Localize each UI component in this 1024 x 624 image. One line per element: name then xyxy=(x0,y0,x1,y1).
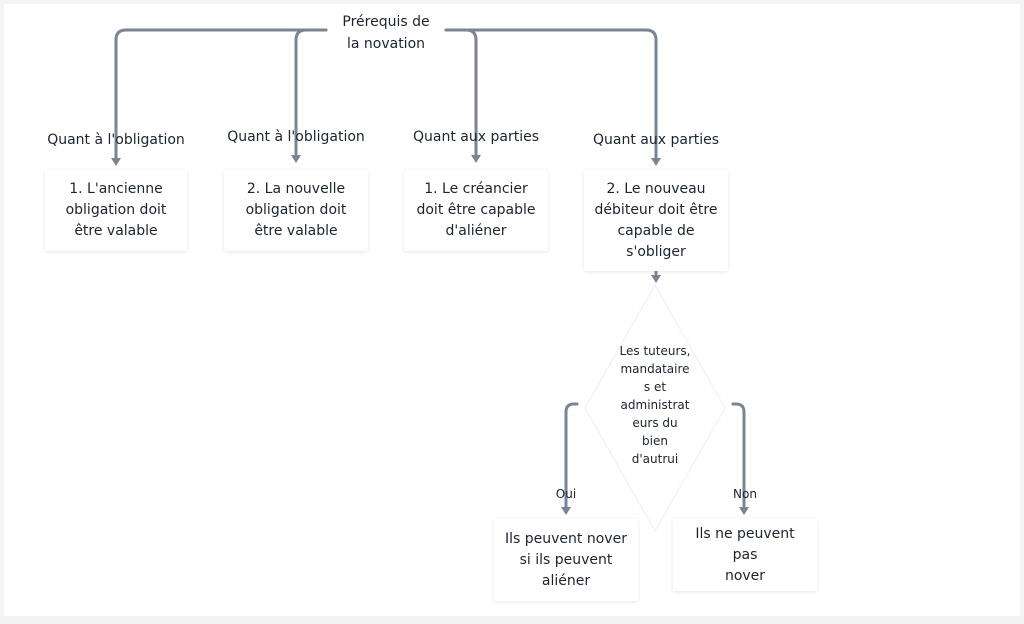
connector-root-to-branch-4 xyxy=(444,28,658,161)
requirement-box-2: 2. La nouvelle obligation doit être vala… xyxy=(224,170,368,251)
connector-root-to-branch-2 xyxy=(294,28,328,157)
diagram-canvas: Prérequis de la novation Quant à l'oblig… xyxy=(4,4,1020,616)
requirement-box-4: 2. Le nouveau débiteur doit être capable… xyxy=(584,170,728,271)
requirement-box-3: 1. Le créancier doit être capable d'alié… xyxy=(404,170,548,251)
edge-label-branch-2: Quant à l'obligation xyxy=(227,129,365,145)
edge-label-branch-3: Quant aux parties xyxy=(413,129,539,145)
edge-label-branch-1: Quant à l'obligation xyxy=(47,132,185,148)
outcome-no-text: Ils ne peuvent pas nover xyxy=(695,525,795,584)
edge-label-branch-4: Quant aux parties xyxy=(593,132,719,148)
outcome-box-yes: Ils peuvent nover si ils peuvent aliéner xyxy=(494,519,638,601)
decision-diamond xyxy=(584,283,726,533)
connector-decision-no xyxy=(731,402,746,509)
arrow-into-box-4 xyxy=(651,158,661,166)
root-node-title: Prérequis de la novation xyxy=(342,14,430,52)
arrow-into-box-3 xyxy=(471,155,481,163)
connector-decision-yes xyxy=(564,402,579,509)
decision-no-label: Non xyxy=(733,487,757,501)
decision-question: Les tuteurs, mandataire s et administrat… xyxy=(619,344,691,466)
requirement-box-4-text: 2. Le nouveau débiteur doit être capable… xyxy=(594,180,718,260)
arrow-into-yes-outcome xyxy=(561,507,571,515)
arrow-into-no-outcome xyxy=(739,507,749,515)
requirement-box-3-text: 1. Le créancier doit être capable d'alié… xyxy=(416,181,536,239)
arrow-into-decision xyxy=(651,275,661,283)
requirement-box-1-text: 1. L'ancienne obligation doit être valab… xyxy=(65,181,167,239)
outcome-yes-text: Ils peuvent nover si ils peuvent aliéner xyxy=(505,530,627,589)
decision-yes-label: Oui xyxy=(555,487,577,501)
requirement-box-1: 1. L'ancienne obligation doit être valab… xyxy=(45,170,187,251)
arrow-into-box-2 xyxy=(291,155,301,163)
connector-root-to-branch-1 xyxy=(114,28,328,161)
arrow-into-box-1 xyxy=(111,158,121,166)
outcome-box-no: Ils ne peuvent pas nover xyxy=(673,519,817,591)
connector-layer xyxy=(111,28,749,533)
requirement-box-2-text: 2. La nouvelle obligation doit être vala… xyxy=(245,181,347,239)
